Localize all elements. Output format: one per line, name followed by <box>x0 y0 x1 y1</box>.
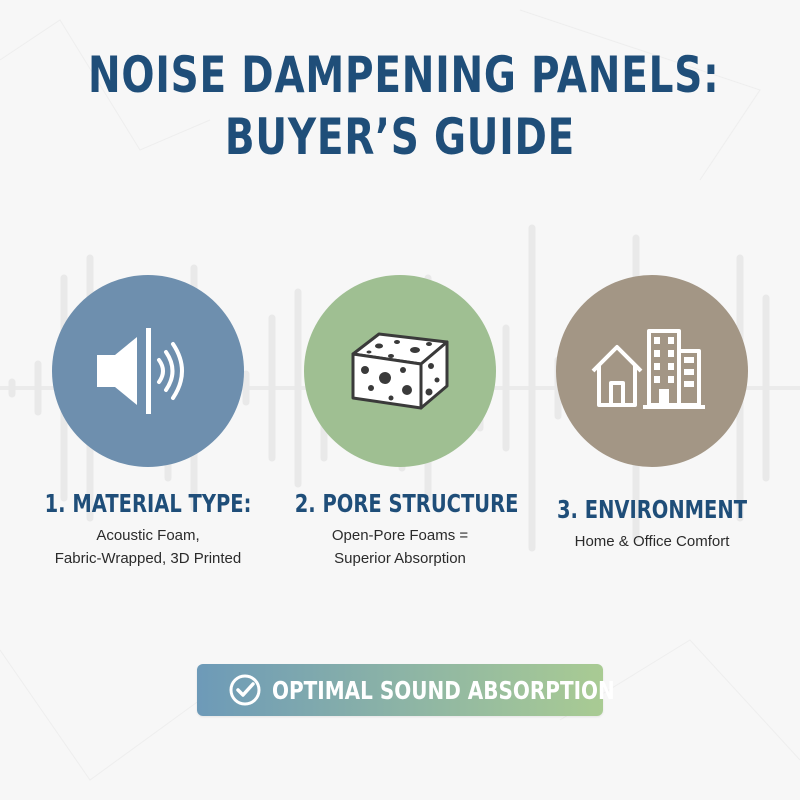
page-title: NOISE DAMPENING PANELS: BUYER’S GUIDE <box>88 44 720 168</box>
speaker-icon <box>97 328 184 414</box>
title-line-2: BUYER’S GUIDE <box>224 108 576 166</box>
background-lines <box>0 9 800 781</box>
home-office-icon <box>591 329 705 409</box>
check-circle-icon <box>229 674 261 706</box>
foam-sponge-icon <box>351 332 449 410</box>
feature-desc-line: Open-Pore Foams = <box>331 527 469 544</box>
feature-desc-line: Fabric-Wrapped, 3D Printed <box>54 550 242 567</box>
feature-pore-structure: 2. PORE STRUCTURE Open-Pore Foams = Supe… <box>265 488 535 570</box>
pore-structure-circle <box>304 275 496 467</box>
badge-label: OPTIMAL SOUND ABSORPTION <box>272 675 615 705</box>
feature-material-type: 1. MATERIAL TYPE: Acoustic Foam, Fabric-… <box>13 488 283 570</box>
feature-title: 2. PORE STRUCTURE <box>294 489 519 518</box>
feature-desc-line: Home & Office Comfort <box>574 533 730 550</box>
feature-description: Acoustic Foam, Fabric-Wrapped, 3D Printe… <box>13 524 283 570</box>
feature-desc-line: Acoustic Foam, <box>96 527 200 544</box>
optimal-absorption-badge: OPTIMAL SOUND ABSORPTION <box>197 664 615 716</box>
feature-environment: 3. ENVIRONMENT Home & Office Comfort <box>517 494 787 553</box>
feature-title: 1. MATERIAL TYPE: <box>44 489 252 518</box>
feature-title: 3. ENVIRONMENT <box>556 495 748 524</box>
feature-description: Open-Pore Foams = Superior Absorption <box>265 524 535 570</box>
title-line-1: NOISE DAMPENING PANELS: <box>88 46 720 104</box>
material-type-circle <box>52 275 244 467</box>
feature-description: Home & Office Comfort <box>517 530 787 553</box>
environment-circle <box>556 275 748 467</box>
feature-desc-line: Superior Absorption <box>334 550 466 567</box>
